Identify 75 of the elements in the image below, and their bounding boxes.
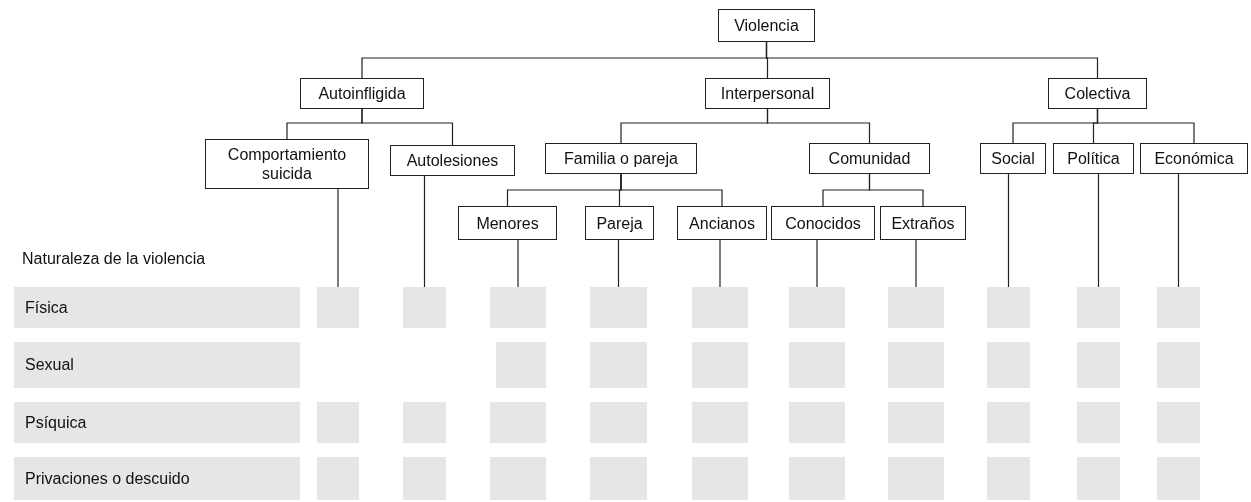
connector-line bbox=[620, 173, 723, 207]
shaded-cell bbox=[987, 342, 1030, 388]
shaded-cell bbox=[590, 287, 647, 328]
connector-line bbox=[816, 239, 818, 288]
category-box: Interpersonal bbox=[705, 78, 830, 109]
connector-line bbox=[517, 239, 519, 288]
category-box: Familia o pareja bbox=[545, 143, 697, 174]
connector-line bbox=[915, 239, 917, 288]
shaded-cell bbox=[590, 457, 647, 500]
row-header: Privaciones o descuido bbox=[14, 457, 300, 500]
shaded-cell bbox=[590, 342, 647, 388]
connector-line bbox=[719, 239, 721, 288]
category-box: Violencia bbox=[718, 9, 815, 42]
category-box: Colectiva bbox=[1048, 78, 1147, 109]
category-box: Comportamiento suicida bbox=[205, 139, 369, 189]
connector-line bbox=[617, 239, 620, 288]
connector-line bbox=[766, 108, 871, 144]
connector-line bbox=[1177, 173, 1180, 288]
connector-line bbox=[337, 188, 339, 288]
connector-line bbox=[765, 41, 1099, 79]
shaded-cell bbox=[1077, 457, 1120, 500]
row-header: Psíquica bbox=[14, 402, 300, 443]
connector-line bbox=[1007, 173, 1010, 288]
shaded-cell bbox=[403, 402, 446, 443]
shaded-cell bbox=[692, 342, 748, 388]
category-box: Ancianos bbox=[677, 206, 767, 240]
shaded-cell bbox=[490, 457, 546, 500]
shaded-cell bbox=[987, 287, 1030, 328]
shaded-cell bbox=[496, 342, 546, 388]
category-box: Menores bbox=[458, 206, 557, 240]
shaded-cell bbox=[987, 402, 1030, 443]
shaded-cell bbox=[888, 402, 944, 443]
shaded-cell bbox=[987, 457, 1030, 500]
category-box: Extraños bbox=[880, 206, 966, 240]
shaded-cell bbox=[789, 402, 845, 443]
category-box: Económica bbox=[1140, 143, 1248, 174]
section-label: Naturaleza de la violencia bbox=[22, 250, 206, 268]
row-header: Física bbox=[14, 287, 300, 328]
shaded-cell bbox=[888, 287, 944, 328]
row-header: Sexual bbox=[14, 342, 300, 388]
category-box: Conocidos bbox=[771, 206, 875, 240]
shaded-cell bbox=[1157, 402, 1200, 443]
shaded-cell bbox=[317, 287, 359, 328]
connector-line bbox=[423, 175, 426, 288]
connector-line bbox=[868, 173, 924, 207]
shaded-cell bbox=[789, 342, 845, 388]
category-box: Pareja bbox=[585, 206, 654, 240]
shaded-cell bbox=[1157, 457, 1200, 500]
shaded-cell bbox=[692, 457, 748, 500]
connector-line bbox=[361, 108, 454, 146]
connector-line bbox=[1097, 173, 1100, 288]
shaded-cell bbox=[403, 287, 446, 328]
shaded-cell bbox=[403, 457, 446, 500]
shaded-cell bbox=[888, 457, 944, 500]
shaded-cell bbox=[317, 457, 359, 500]
shaded-cell bbox=[1077, 287, 1120, 328]
shaded-cell bbox=[1157, 342, 1200, 388]
shaded-cell bbox=[1077, 402, 1120, 443]
shaded-cell bbox=[789, 457, 845, 500]
shaded-cell bbox=[888, 342, 944, 388]
shaded-cell bbox=[590, 402, 647, 443]
category-box: Social bbox=[980, 143, 1046, 174]
shaded-cell bbox=[692, 287, 748, 328]
category-box: Autolesiones bbox=[390, 145, 515, 176]
shaded-cell bbox=[789, 287, 845, 328]
category-box: Política bbox=[1053, 143, 1134, 174]
shaded-cell bbox=[490, 287, 546, 328]
shaded-cell bbox=[490, 402, 546, 443]
shaded-cell bbox=[317, 402, 359, 443]
shaded-cell bbox=[1157, 287, 1200, 328]
category-box: Comunidad bbox=[809, 143, 930, 174]
connector-line bbox=[1096, 108, 1195, 144]
shaded-cell bbox=[692, 402, 748, 443]
shaded-cell bbox=[1077, 342, 1120, 388]
category-box: Autoinfligida bbox=[300, 78, 424, 109]
